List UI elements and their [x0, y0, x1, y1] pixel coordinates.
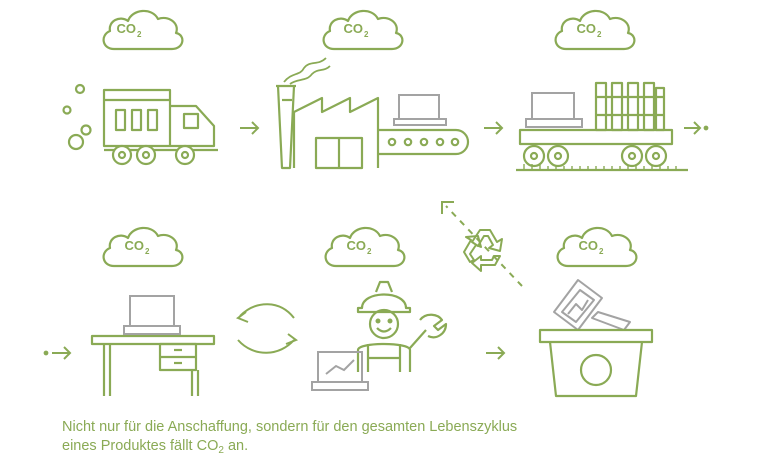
laptop-on-train-icon [525, 92, 583, 128]
svg-text:CO2: CO2 [577, 21, 603, 39]
arrow-worker-to-bin [486, 346, 506, 360]
svg-text:CO2: CO2 [117, 21, 143, 39]
co2-cloud-6: CO2 [556, 226, 638, 268]
arrow-truck-to-factory [240, 121, 260, 135]
laptop-on-conveyor-icon [393, 94, 447, 126]
caption-line-2-start: eines Produktes fällt CO [62, 438, 219, 454]
recycling-path [441, 201, 523, 287]
co2-cloud-5: CO2 [324, 226, 406, 268]
cloud-6-main: CO [579, 238, 599, 253]
svg-text:CO2: CO2 [579, 238, 605, 256]
laptop-with-chart-icon [311, 351, 369, 391]
repair-worker-icon [356, 280, 448, 372]
factory-icon [276, 57, 470, 170]
co2-cloud-3: CO2 [554, 9, 636, 51]
cloud-1-main: CO [117, 21, 137, 36]
caption-line-1: Nicht nur für die Anschaffung, sondern f… [62, 419, 518, 435]
exchange-arrows-icon [235, 303, 299, 354]
freight-train-icon [516, 81, 688, 172]
arrow-out-of-row [684, 121, 709, 135]
svg-text:CO2: CO2 [125, 238, 151, 256]
caption-line-2-end: an. [223, 438, 249, 454]
co2-cloud-2: CO2 [322, 9, 404, 51]
svg-text:CO2: CO2 [347, 238, 373, 256]
arrow-into-desk [43, 346, 72, 360]
cloud-3-sub: 2 [597, 30, 602, 39]
co2-cloud-4: CO2 [102, 226, 184, 268]
cloud-5-sub: 2 [367, 247, 372, 256]
caption-line-2-subscript: 2 [218, 445, 224, 456]
cloud-1-sub: 2 [137, 30, 142, 39]
cloud-6-sub: 2 [599, 247, 604, 256]
truck-icon [62, 83, 218, 166]
arrow-factory-to-train [484, 121, 504, 135]
discarded-devices-icon [553, 279, 631, 331]
caption: Nicht nur für die Anschaffung, sondern f… [62, 418, 702, 456]
recycle-icon [463, 229, 503, 272]
cloud-5-main: CO [347, 238, 367, 253]
laptop-on-desk-icon [123, 295, 181, 335]
cloud-4-sub: 2 [145, 247, 150, 256]
desk-icon [90, 334, 216, 396]
cloud-3-main: CO [577, 21, 597, 36]
cloud-2-main: CO [344, 21, 364, 36]
co2-cloud-1: CO2 [102, 9, 184, 51]
recycling-bin-icon [538, 328, 654, 398]
cloud-2-sub: 2 [364, 30, 369, 39]
cloud-4-main: CO [125, 238, 145, 253]
svg-text:CO2: CO2 [344, 21, 370, 39]
